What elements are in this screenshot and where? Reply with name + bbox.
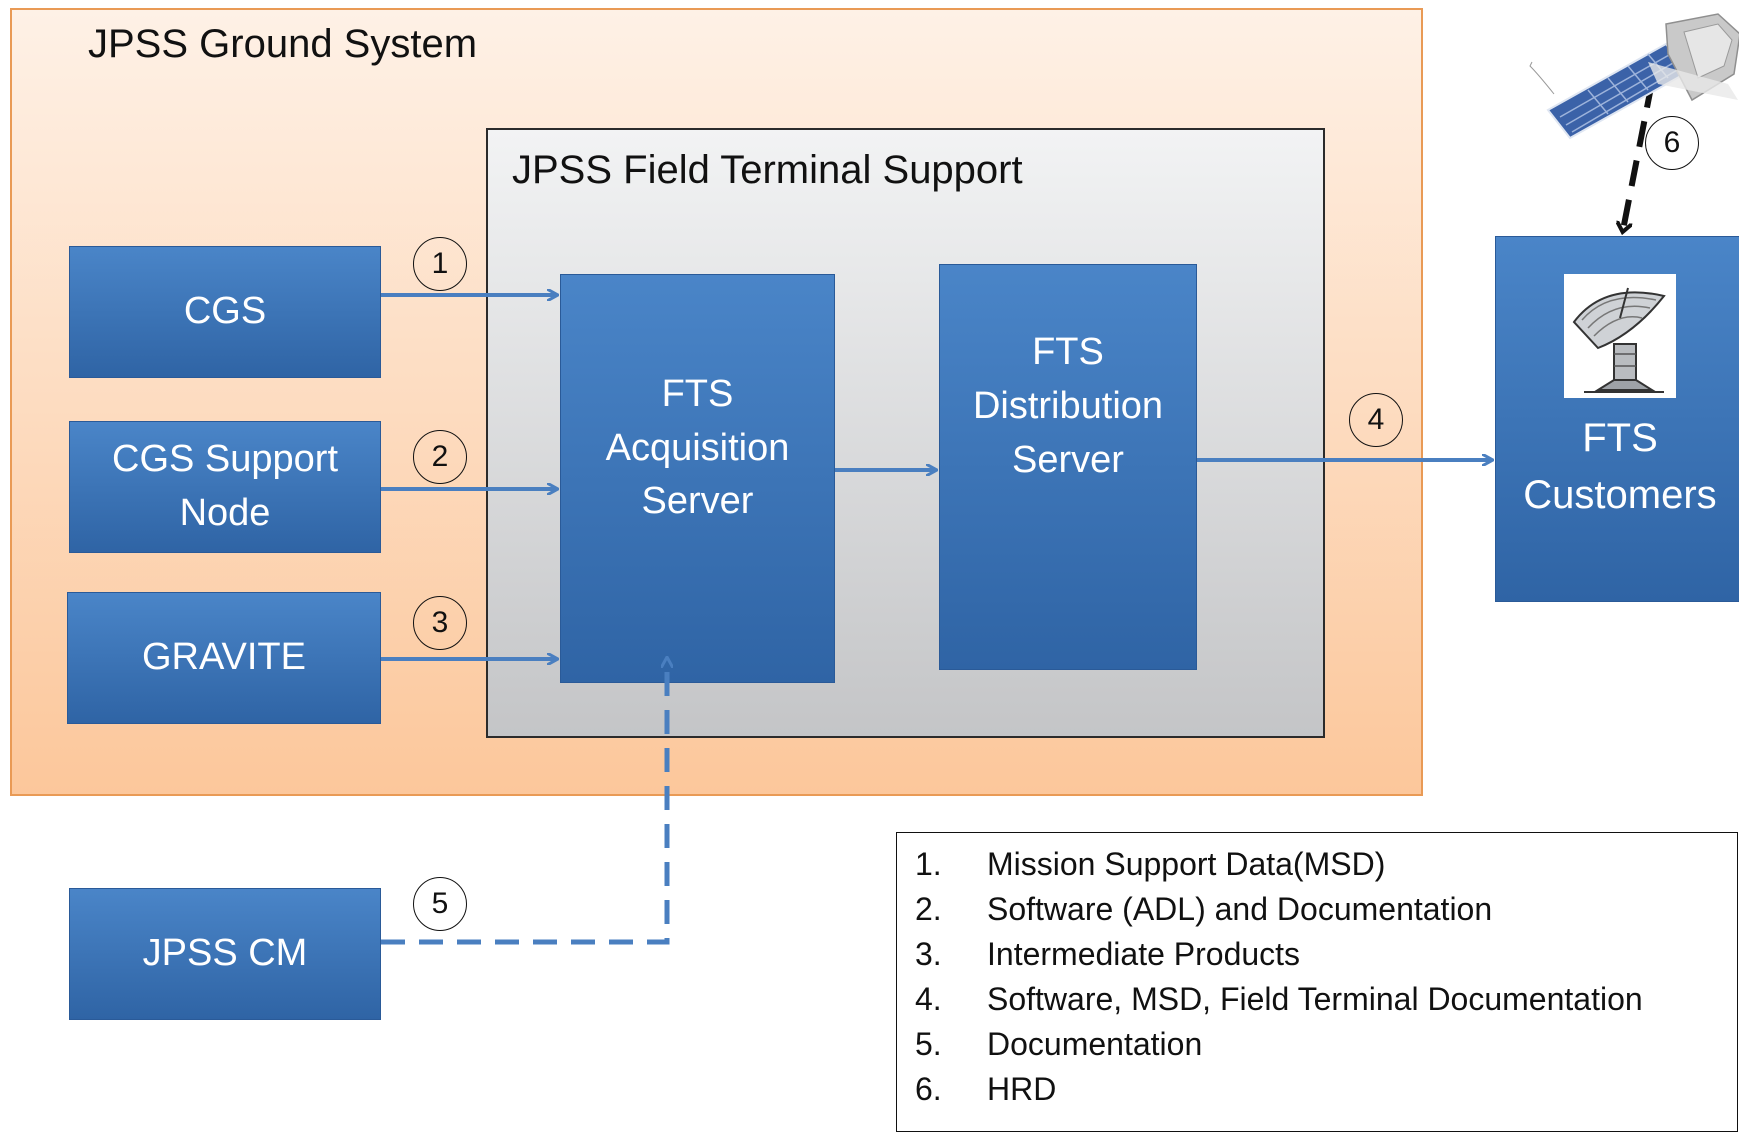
- flow-number-6-badge: 6: [1645, 116, 1699, 170]
- legend-item-text: Documentation: [987, 1026, 1203, 1062]
- legend-item-number: 2.: [915, 891, 942, 927]
- fts-distribution-server-box: FTS Distribution Server: [939, 264, 1197, 670]
- satellite-icon: [1529, 13, 1739, 140]
- legend-item-text: Software, MSD, Field Terminal Documentat…: [987, 981, 1643, 1017]
- distribution-server-label-line2: Distribution: [972, 385, 1164, 428]
- acquisition-server-label-line3: Server: [641, 480, 754, 523]
- cgs-support-node-label-line1: CGS Support: [112, 438, 338, 481]
- legend-item-number: 3.: [915, 936, 942, 972]
- acquisition-server-label-line2: Acquisition: [605, 426, 790, 469]
- acquisition-server-label-line1: FTS: [661, 372, 734, 415]
- legend-item: 5. Documentation: [915, 1026, 1202, 1063]
- customers-label-line1: FTS: [1582, 416, 1658, 461]
- legend-item-number: 4.: [915, 981, 942, 1017]
- jpss-cm-label: JPSS CM: [142, 932, 308, 975]
- legend-item-number: 6.: [915, 1071, 942, 1107]
- legend-item: 3. Intermediate Products: [915, 936, 1300, 973]
- fts-acquisition-server-box: FTS Acquisition Server: [560, 274, 835, 683]
- legend-box: [896, 832, 1738, 1132]
- legend-item-text: HRD: [987, 1071, 1057, 1107]
- flow-number-2-badge: 2: [413, 430, 467, 484]
- cgs-box: CGS: [69, 246, 381, 378]
- legend-item-number: 5.: [915, 1026, 942, 1062]
- legend-item: 2. Software (ADL) and Documentation: [915, 891, 1492, 928]
- customers-label-line2: Customers: [1523, 473, 1717, 517]
- jpss-cm-box: JPSS CM: [69, 888, 381, 1020]
- legend-item-text: Intermediate Products: [987, 936, 1301, 972]
- satellite-dish-icon: [1564, 274, 1676, 398]
- ground-system-title: JPSS Ground System: [88, 22, 478, 66]
- flow-number-1-badge: 1: [413, 237, 467, 291]
- legend-item: 1. Mission Support Data(MSD): [915, 846, 1385, 883]
- cgs-support-node-box: CGS Support Node: [69, 421, 381, 553]
- field-terminal-support-title: JPSS Field Terminal Support: [512, 148, 1023, 192]
- flow-5-dashed-arrow: [381, 658, 667, 945]
- distribution-server-label-line1: FTS: [1032, 331, 1104, 374]
- legend-item-text: Mission Support Data(MSD): [987, 846, 1386, 882]
- legend-item: 4. Software, MSD, Field Terminal Document…: [915, 981, 1643, 1018]
- cgs-support-node-label-line2: Node: [179, 492, 271, 534]
- flow-6-dashed-arrow: [1623, 81, 1655, 230]
- flow-number-5-badge: 5: [413, 877, 467, 931]
- distribution-server-label-line3: Server: [1012, 438, 1124, 481]
- gravite-label: GRAVITE: [142, 636, 306, 679]
- legend-item-number: 1.: [915, 846, 942, 882]
- cgs-label: CGS: [183, 290, 267, 333]
- gravite-box: GRAVITE: [67, 592, 381, 724]
- flow-number-3-badge: 3: [413, 596, 467, 650]
- legend-item: 6. HRD: [915, 1071, 1056, 1108]
- flow-number-4-badge: 4: [1349, 393, 1403, 447]
- legend-item-text: Software (ADL) and Documentation: [987, 891, 1493, 927]
